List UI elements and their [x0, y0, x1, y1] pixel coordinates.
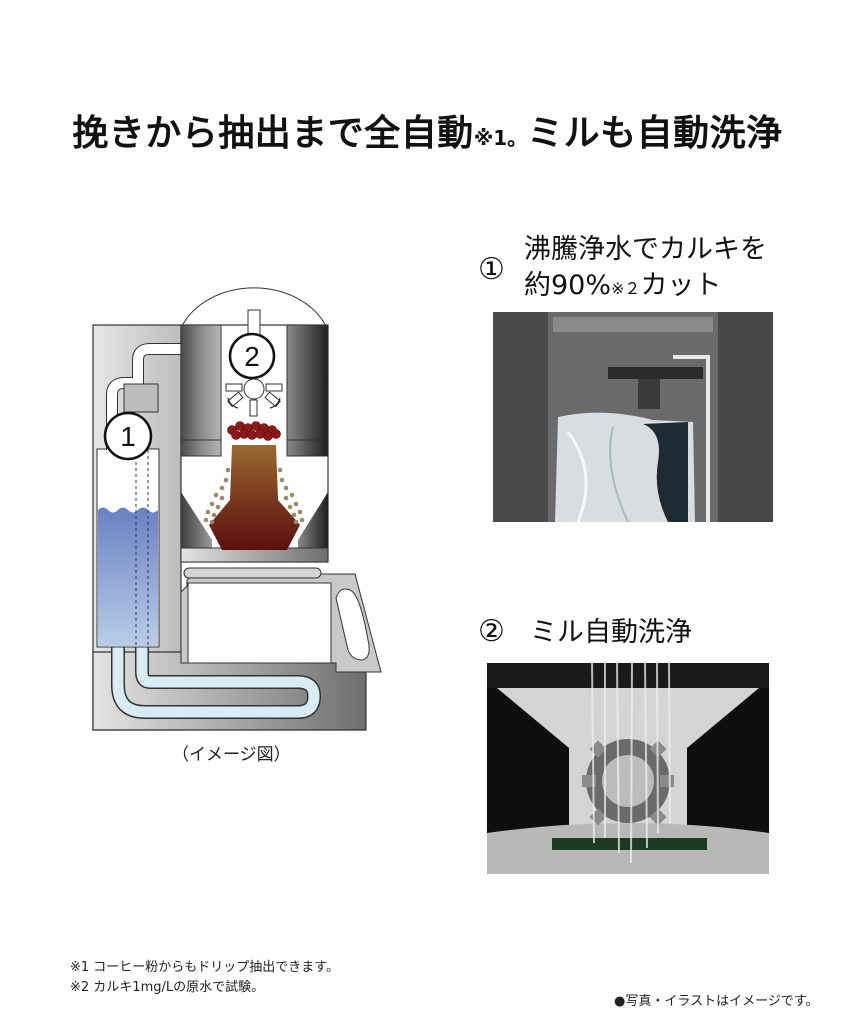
base — [92, 651, 367, 731]
svg-text:2: 2 — [244, 341, 260, 372]
cone-right — [298, 492, 328, 550]
marker-2: 2 — [228, 332, 276, 380]
image-disclaimer: ●写真・イラストはイメージです。 — [614, 994, 819, 1009]
body-frame — [92, 324, 182, 731]
diagram-caption: （イメージ図） — [172, 745, 291, 765]
feature-1-line2: 約90%※２カット — [524, 270, 722, 301]
grinder-housing — [180, 324, 329, 563]
marker-1: 1 — [103, 411, 153, 461]
feature-2-number: ② — [478, 614, 505, 649]
feature-1-number: ① — [478, 252, 505, 287]
boiler-box — [123, 383, 159, 413]
water-tank — [96, 448, 160, 648]
svg-text:1: 1 — [120, 421, 136, 452]
headline-note-mark: ※1。 — [473, 126, 528, 151]
coffee-grounds — [209, 445, 300, 550]
headline-sub: ミルも自動洗浄 — [527, 113, 783, 155]
grounds-particles — [203, 467, 305, 525]
carafe — [180, 573, 382, 673]
footnote-1: ※1 コーヒー粉からもドリップ抽出できます。 — [70, 960, 339, 975]
feature-1-note: ※２ — [611, 279, 641, 298]
water-tank-photo — [493, 312, 773, 522]
upper-pipe — [106, 343, 250, 450]
feature-2-title: ② ミル自動洗浄 — [478, 614, 692, 651]
pipe-loop — [111, 645, 321, 719]
mill-cleaning-photo — [487, 663, 769, 874]
water — [98, 507, 158, 646]
headline-main: 挽きから抽出まで全自動 — [72, 113, 474, 155]
lid-dome — [181, 287, 327, 327]
carafe-handle-hole — [335, 588, 370, 661]
feature-2-label: ミル自動洗浄 — [530, 617, 692, 648]
mill-blade — [225, 378, 283, 417]
cone-left — [181, 492, 212, 550]
feature-1-title: ① 沸騰浄水でカルキを 約90%※２カット — [478, 232, 767, 307]
footnotes: ※1 コーヒー粉からもドリップ抽出できます。 ※2 カルキ1mg/Lの原水で試験… — [70, 958, 339, 998]
feature-1-line1: 沸騰浄水でカルキを — [524, 234, 767, 265]
coffee-beans — [227, 421, 281, 441]
headline: 挽きから抽出まで全自動※1。ミルも自動洗浄 — [0, 104, 855, 156]
footnote-2: ※2 カルキ1mg/Lの原水で試験。 — [70, 980, 265, 995]
